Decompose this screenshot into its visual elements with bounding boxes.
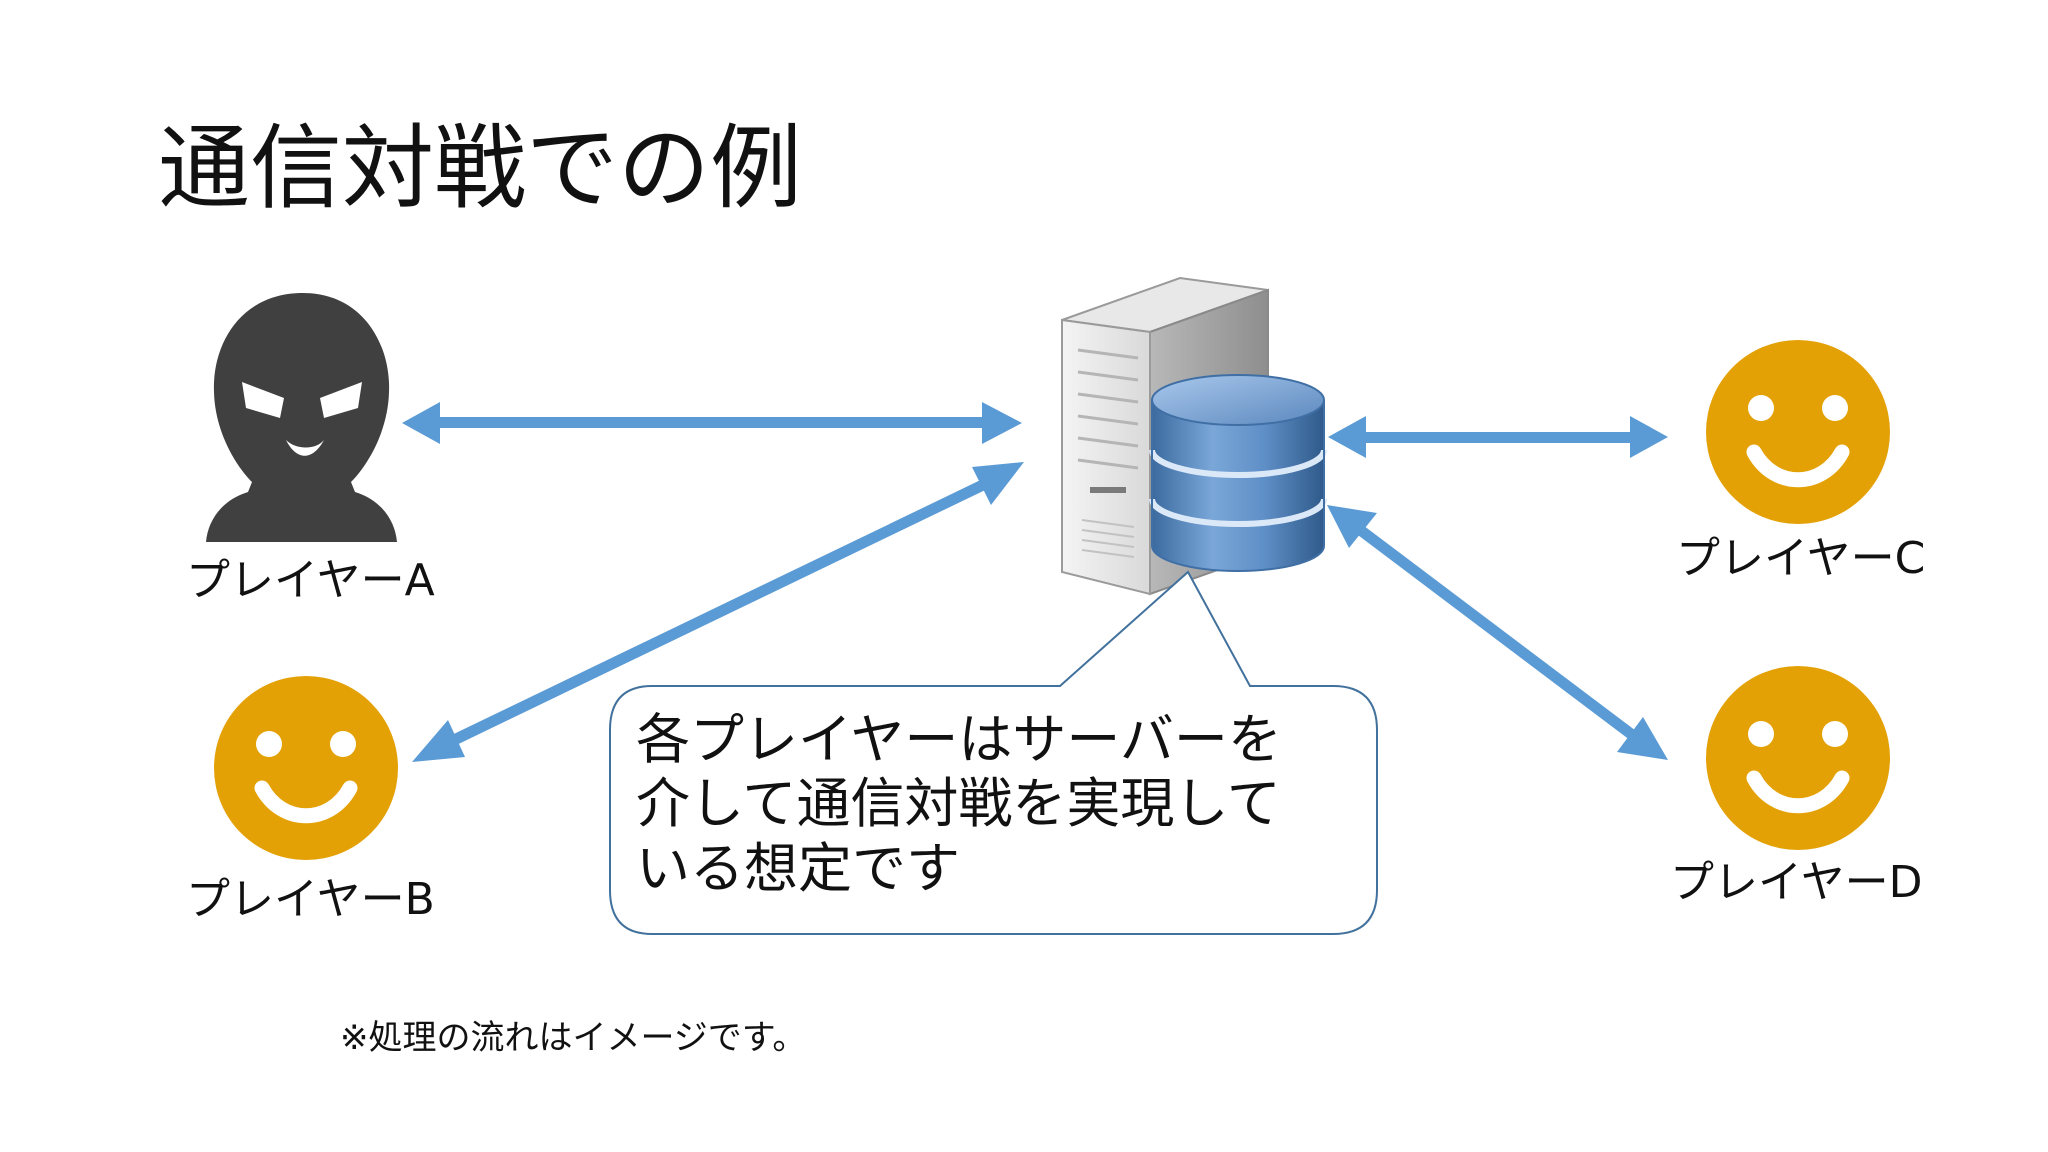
- connection-arrows: [402, 402, 1668, 762]
- villain-icon: [206, 293, 397, 542]
- callout-bubble: [609, 570, 1378, 935]
- arrow-player-a-server: [402, 402, 1022, 444]
- player-a-label: プレイヤーA: [186, 555, 435, 606]
- smiley-b-icon: [214, 676, 398, 860]
- arrow-player-d-database: [1327, 505, 1668, 760]
- callout-text: 各プレイヤーはサーバーを 介して通信対戦を実現して いる想定です: [636, 708, 1356, 901]
- smiley-c-icon: [1706, 340, 1890, 524]
- callout-line: 各プレイヤーはサーバーを: [636, 708, 1282, 771]
- arrow-player-b-server: [412, 462, 1024, 762]
- arrow-player-c-database: [1328, 416, 1668, 458]
- callout-line: 介して通信対戦を実現して: [636, 772, 1281, 836]
- player-c-label: プレイヤーC: [1676, 533, 1926, 584]
- smiley-d-icon: [1706, 666, 1890, 850]
- disclaimer-note: ※処理の流れはイメージです。: [340, 1018, 807, 1058]
- callout-line: いる想定です: [636, 836, 960, 900]
- player-d-label: プレイヤーD: [1670, 857, 1923, 908]
- player-b-label: プレイヤーB: [186, 874, 435, 925]
- slide-title: 通信対戦での例: [158, 115, 803, 222]
- database-icon: [1149, 374, 1327, 572]
